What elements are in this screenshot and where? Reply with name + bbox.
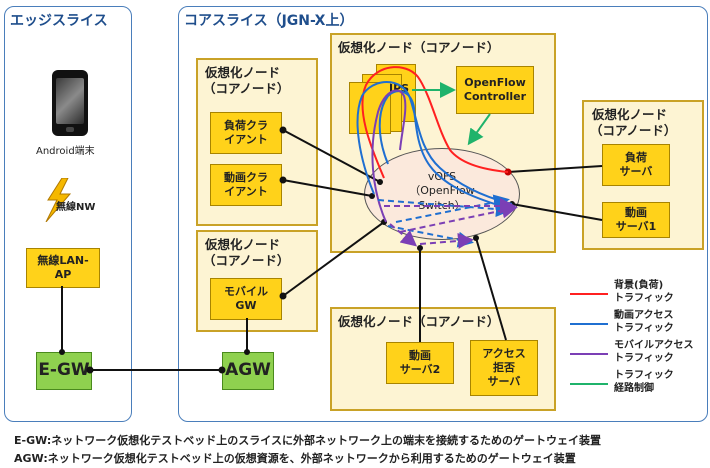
load-server-box: 負荷 サーバ (602, 144, 670, 186)
node-right-title-1: 仮想化ノード (592, 107, 668, 122)
node-left-bottom-title-1: 仮想化ノード (205, 237, 281, 252)
node-left-top-title-1: 仮想化ノード (205, 65, 281, 80)
legend: 背景(負荷) トラフィック 動画アクセス トラフィック モバイルアクセス トラフ… (568, 278, 708, 408)
link-video-server1 (511, 203, 603, 221)
link-mobile-gw (282, 221, 385, 297)
legend-label-background: 背景(負荷) トラフィック (614, 280, 674, 304)
node-left-top-title-2: （コアノード） (203, 81, 290, 96)
lightning-icon (42, 177, 72, 223)
wireless-lan-ap-box: 無線LAN- AP (26, 248, 100, 288)
footnote-agw: AGW:ネットワーク仮想化テストベッド上の仮想資源を、外部ネットワークから利用す… (14, 452, 576, 465)
wireless-nw-label: 無線NW (56, 202, 96, 213)
load-client-box: 負荷クラ イアント (210, 112, 282, 154)
mobile-gw-box: モバイル GW (210, 278, 282, 320)
link-video-client (282, 179, 373, 197)
video-server1-box: 動画 サーバ1 (602, 202, 670, 238)
link-load-server (507, 165, 603, 173)
smartphone-icon (52, 70, 88, 136)
node-right-title-2: （コアノード） (590, 123, 677, 138)
legend-label-video: 動画アクセス トラフィック (614, 310, 674, 334)
link-load-client (282, 129, 381, 183)
edge-slice-title: エッジスライス (10, 13, 108, 29)
egw-box: E-GW (36, 352, 92, 390)
access-reject-server-box: アクセス 拒否 サーバ (470, 340, 538, 396)
node-left-bottom-title-2: （コアノード） (203, 253, 290, 268)
legend-label-mobile: モバイルアクセス トラフィック (614, 340, 694, 364)
android-label: Android端末 (36, 146, 95, 157)
video-server2-box: 動画 サーバ2 (386, 342, 454, 384)
video-client-box: 動画クラ イアント (210, 164, 282, 206)
openflow-controller-box: OpenFlow Controller (456, 66, 534, 114)
node-center-top-title: 仮想化ノード（コアノード） (338, 40, 500, 55)
legend-label-control: トラフィック 経路制御 (614, 370, 674, 394)
core-slice-title: コアスライス（JGN-X上） (184, 13, 354, 29)
node-center-bottom-title: 仮想化ノード（コアノード） (338, 314, 500, 329)
footnote-egw: E-GW:ネットワーク仮想化テストベッド上のスライスに外部ネットワーク上の端末を… (14, 434, 601, 447)
link-access-reject (475, 237, 507, 341)
ips-box-front (349, 82, 391, 134)
